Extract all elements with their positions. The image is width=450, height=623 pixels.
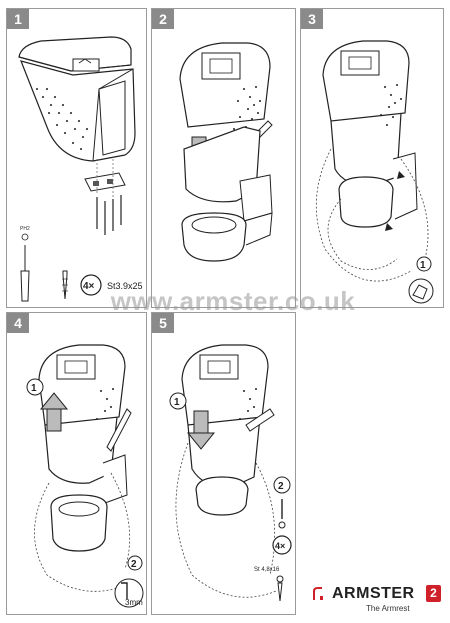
step-number: 2 (152, 9, 174, 29)
step-panel-2: 2 (151, 8, 296, 308)
step-number: 1 (7, 9, 29, 29)
perforation-pattern (380, 84, 402, 126)
perforation-pattern (96, 388, 114, 420)
screw-count: 4× (83, 281, 95, 292)
screw-size-label: St3.9x25 (107, 281, 143, 291)
arrow-up-icon (39, 392, 69, 432)
sub-step-badge (127, 555, 143, 571)
hex-key-icon (121, 582, 128, 599)
motion-path (34, 472, 132, 592)
perforation-pattern (233, 86, 261, 130)
brand-logo: ARMSTER 2 The Armrest (304, 585, 444, 615)
sub-step-number: 2 (131, 559, 137, 570)
screw-icon (62, 270, 68, 300)
step-panel-3: 3 1 (300, 8, 444, 308)
screws-group (96, 195, 122, 235)
watermark-url: www.armster.co.uk (110, 286, 356, 316)
tool-label: PH2 (20, 226, 30, 232)
sub-step-number: 1 (420, 260, 426, 271)
step-number: 3 (301, 9, 323, 29)
armrest-exploded-illustration: PH2 4× St3.9x25 (18, 36, 143, 302)
sub-step-number: 1 (174, 397, 180, 408)
brand-name: ARMSTER (332, 585, 415, 602)
armrest-cup-holder-removed-illustration: 1 (315, 40, 434, 304)
brand-tagline: The Armrest (366, 604, 410, 613)
wrench-size-label: 3mm (125, 598, 143, 607)
armrest-final-installation-illustration: 1 2 4× St 4,8x16 (169, 344, 292, 602)
model-badge: 2 (426, 585, 441, 602)
sub-step-badge (273, 476, 291, 494)
step-number: 4 (7, 313, 29, 333)
arrow-down-icon (186, 410, 216, 450)
sub-step-number: 1 (31, 383, 37, 394)
motion-path (175, 442, 277, 598)
clip-detail-icon (412, 284, 428, 300)
step-panel-4: 4 1 (6, 312, 147, 615)
quantity-circle (272, 535, 292, 555)
motion-path (315, 148, 429, 282)
screw-size-label: St 4,8x16 (254, 567, 280, 573)
sub-step-badge (169, 392, 187, 410)
detail-circle (114, 578, 144, 608)
screw-icon (278, 499, 286, 529)
step-panel-5: 5 1 2 (151, 312, 296, 615)
perforation-pattern (36, 88, 88, 150)
screw-count: 4× (275, 541, 285, 551)
sub-step-badge (26, 378, 44, 396)
sub-step-number: 2 (278, 481, 284, 492)
quantity-circle (80, 274, 102, 296)
screw-icon (276, 575, 284, 602)
step-panel-1: 1 (6, 8, 147, 308)
step-number: 5 (152, 313, 174, 333)
perforation-pattern (239, 388, 257, 420)
screwdriver-icon (20, 233, 30, 302)
armrest-reassembly-illustration: 1 2 3mm (26, 344, 144, 608)
sub-step-badge (416, 256, 432, 272)
armster-mark-icon (313, 587, 323, 600)
armrest-lid-open-illustration (179, 42, 273, 262)
